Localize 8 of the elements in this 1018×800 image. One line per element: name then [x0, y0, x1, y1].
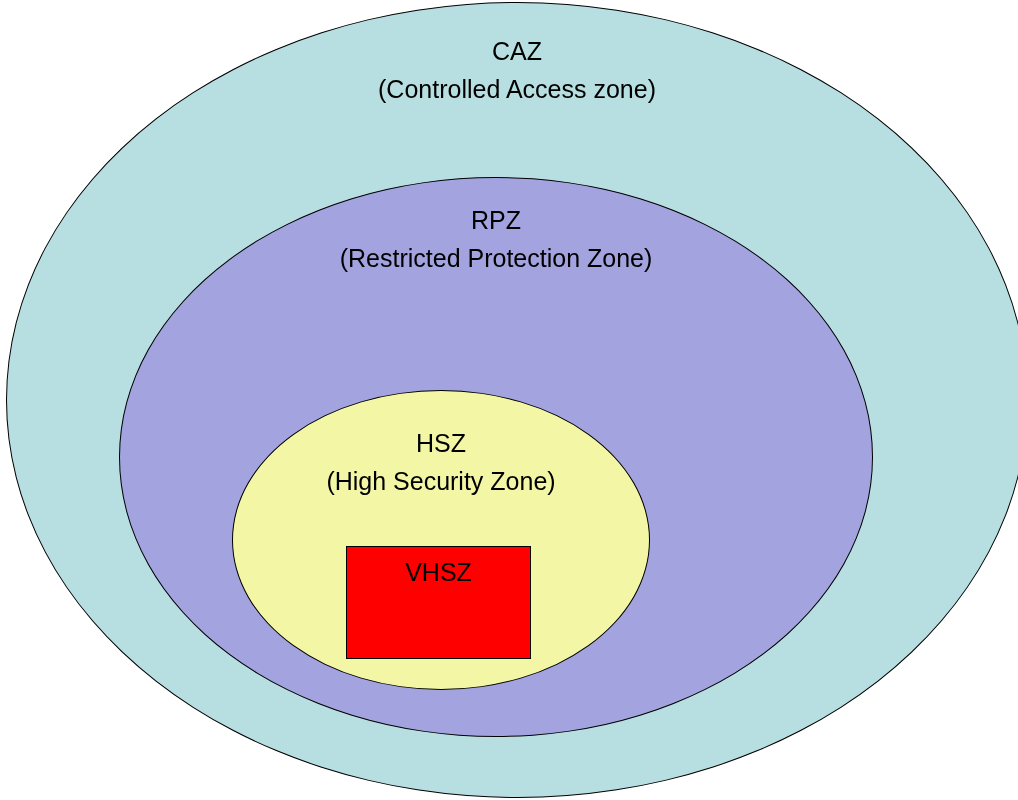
zone-label: RPZ	[471, 205, 521, 236]
zone-label: HSZ	[416, 428, 466, 459]
zone-label: (Controlled Access zone)	[378, 74, 656, 105]
zone-label: VHSZ	[405, 557, 472, 588]
zone-label: (High Security Zone)	[326, 466, 556, 497]
zone-label: CAZ	[492, 36, 542, 67]
zone-label: (Restricted Protection Zone)	[339, 243, 653, 274]
zone-box	[346, 546, 531, 659]
